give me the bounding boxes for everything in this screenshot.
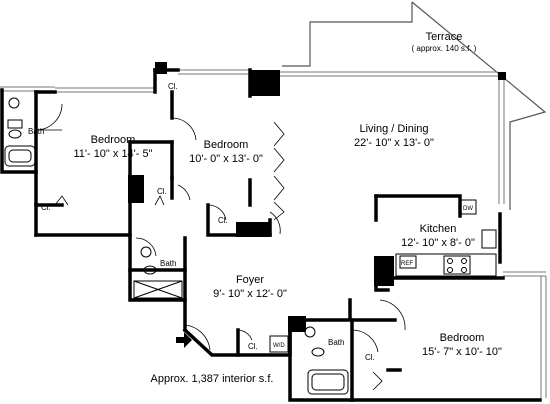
living-size: 22'- 10" x 13'- 0" — [354, 137, 434, 149]
refrigerator-icon — [399, 255, 417, 269]
closet-label: Cl. — [168, 82, 178, 91]
bedroom3-name: Bedroom — [440, 332, 485, 344]
toilet-bowl-icon — [8, 129, 22, 139]
counter — [395, 253, 497, 277]
toilet-icon — [7, 119, 23, 129]
sink-icon — [8, 97, 20, 109]
area-note: Approx. 1,387 interior s.f. — [151, 373, 274, 385]
folding-doors — [273, 121, 285, 221]
dishwasher-icon — [459, 199, 477, 215]
shower-icon — [133, 280, 183, 299]
dishwasher-label: DW — [463, 206, 473, 212]
foyer-name: Foyer — [236, 274, 264, 286]
bath-label: Bath — [160, 259, 176, 268]
refrigerator-label: REF — [401, 261, 413, 267]
sink-icon — [304, 326, 316, 338]
closet-label: Cl. — [157, 187, 167, 196]
bedroom3-size: 15'- 7" x 10'- 10" — [422, 346, 502, 358]
closet-label: Cl. — [41, 203, 51, 212]
terrace-outline — [282, 1, 547, 210]
living-name: Living / Dining — [359, 123, 428, 135]
closet-label: Cl. — [365, 353, 375, 362]
kitchen-sink-icon — [481, 229, 497, 249]
terrace-name: Terrace — [426, 31, 463, 43]
bedroom1-size: 11'- 10" x 14'- 5" — [73, 148, 152, 160]
entry-arrow-icon — [176, 332, 192, 348]
washer-dryer-icon — [269, 335, 289, 353]
bathtub-icon — [4, 145, 36, 167]
closet-label: Cl. — [248, 342, 258, 351]
bedroom2-size: 10'- 0" x 13'- 0" — [189, 153, 263, 165]
toilet-icon — [143, 265, 157, 275]
bathtub-icon — [307, 369, 349, 395]
bath-label: Bath — [328, 338, 344, 347]
kitchen-size: 12'- 10" x 8'- 0" — [401, 237, 475, 249]
terrace-size: ( approx. 140 s.f. ) — [412, 44, 477, 53]
columns — [128, 62, 506, 332]
foyer-size: 9'- 10" x 12'- 0" — [213, 288, 287, 300]
kitchen-name: Kitchen — [420, 223, 457, 235]
bath-fixtures — [4, 97, 349, 395]
kitchen-fixtures — [269, 199, 497, 353]
bedroom2-name: Bedroom — [204, 139, 249, 151]
sink-icon — [140, 246, 152, 258]
toilet-icon — [311, 347, 325, 357]
washer-dryer-label: W/D — [273, 343, 285, 349]
bedroom1-name: Bedroom — [91, 134, 136, 146]
closet-label: Cl. — [218, 216, 228, 225]
doors — [35, 103, 406, 391]
stove-icon — [443, 255, 471, 275]
bath-label: Bath — [28, 127, 44, 136]
